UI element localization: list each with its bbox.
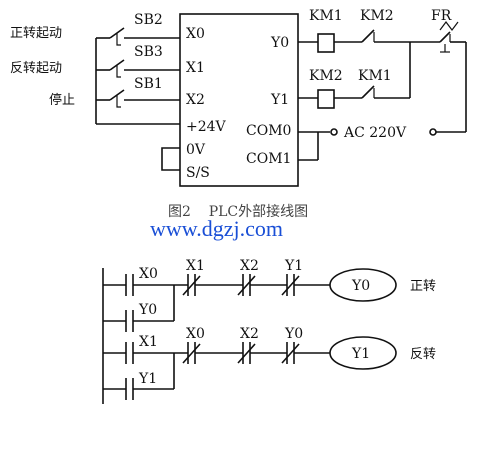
fr-label: FR	[431, 8, 452, 24]
terminal-com0: COM0	[246, 123, 291, 139]
km1-contact-label: KM1	[358, 68, 392, 84]
km1-coil-label: KM1	[309, 8, 343, 24]
terminal-y0: Y0	[270, 35, 289, 51]
input-label-forward-start: 正转起动	[10, 26, 62, 41]
rung1-start-contact: X0	[139, 266, 158, 282]
supply-label: AC 220V	[343, 125, 407, 141]
terminal-x0: X0	[186, 26, 205, 42]
input-label-reverse-start: 反转起动	[10, 61, 62, 76]
rung1-coil	[329, 268, 397, 302]
switch-sb1-label: SB1	[134, 76, 163, 92]
terminal-x1: X1	[186, 60, 205, 76]
rung2-description: 反转	[410, 347, 436, 362]
rung2-hold-contact: Y1	[138, 371, 157, 387]
rung1-description: 正转	[410, 279, 436, 294]
km2-coil	[317, 89, 335, 109]
rung1-nc-x2: X2	[240, 258, 259, 274]
terminal-y1: Y1	[270, 92, 289, 108]
plc-box	[179, 13, 299, 187]
rung1-coil-label: Y0	[351, 278, 370, 294]
terminal-24v: +24V	[186, 119, 227, 135]
km1-coil	[317, 33, 335, 53]
rung1-nc-y1: Y1	[284, 258, 303, 274]
terminal-0v: 0V	[186, 142, 206, 158]
plc-wiring-diagram: 正转起动 反转起动 停止 SB2 SB3 SB1 X0 X1 X2 +24V 0…	[10, 8, 467, 220]
figure-caption: 图2 PLC外部接线图	[168, 203, 308, 220]
switch-sb2-label: SB2	[134, 12, 163, 28]
terminal-com1: COM1	[246, 151, 291, 167]
ladder-diagram: X0 Y0 X1 X2 Y1 Y0 正转 X1	[102, 258, 436, 404]
terminal-ss: S/S	[186, 165, 210, 181]
km2-contact-label: KM2	[360, 8, 394, 24]
rung2-nc-x0: X0	[186, 326, 205, 342]
watermark-url: www.dgzj.com	[150, 216, 283, 241]
rung2-coil	[329, 336, 397, 370]
rung2-nc-x2: X2	[240, 326, 259, 342]
rung2-coil-label: Y1	[351, 346, 370, 362]
rung1-nc-x1: X1	[186, 258, 205, 274]
input-label-stop: 停止	[49, 92, 75, 108]
rung2-start-contact: X1	[139, 334, 158, 350]
rung1-hold-contact: Y0	[138, 302, 157, 318]
km2-coil-label: KM2	[309, 68, 343, 84]
terminal-x2: X2	[186, 92, 205, 108]
switch-sb3-label: SB3	[134, 44, 163, 60]
rung2-nc-y0: Y0	[284, 326, 303, 342]
